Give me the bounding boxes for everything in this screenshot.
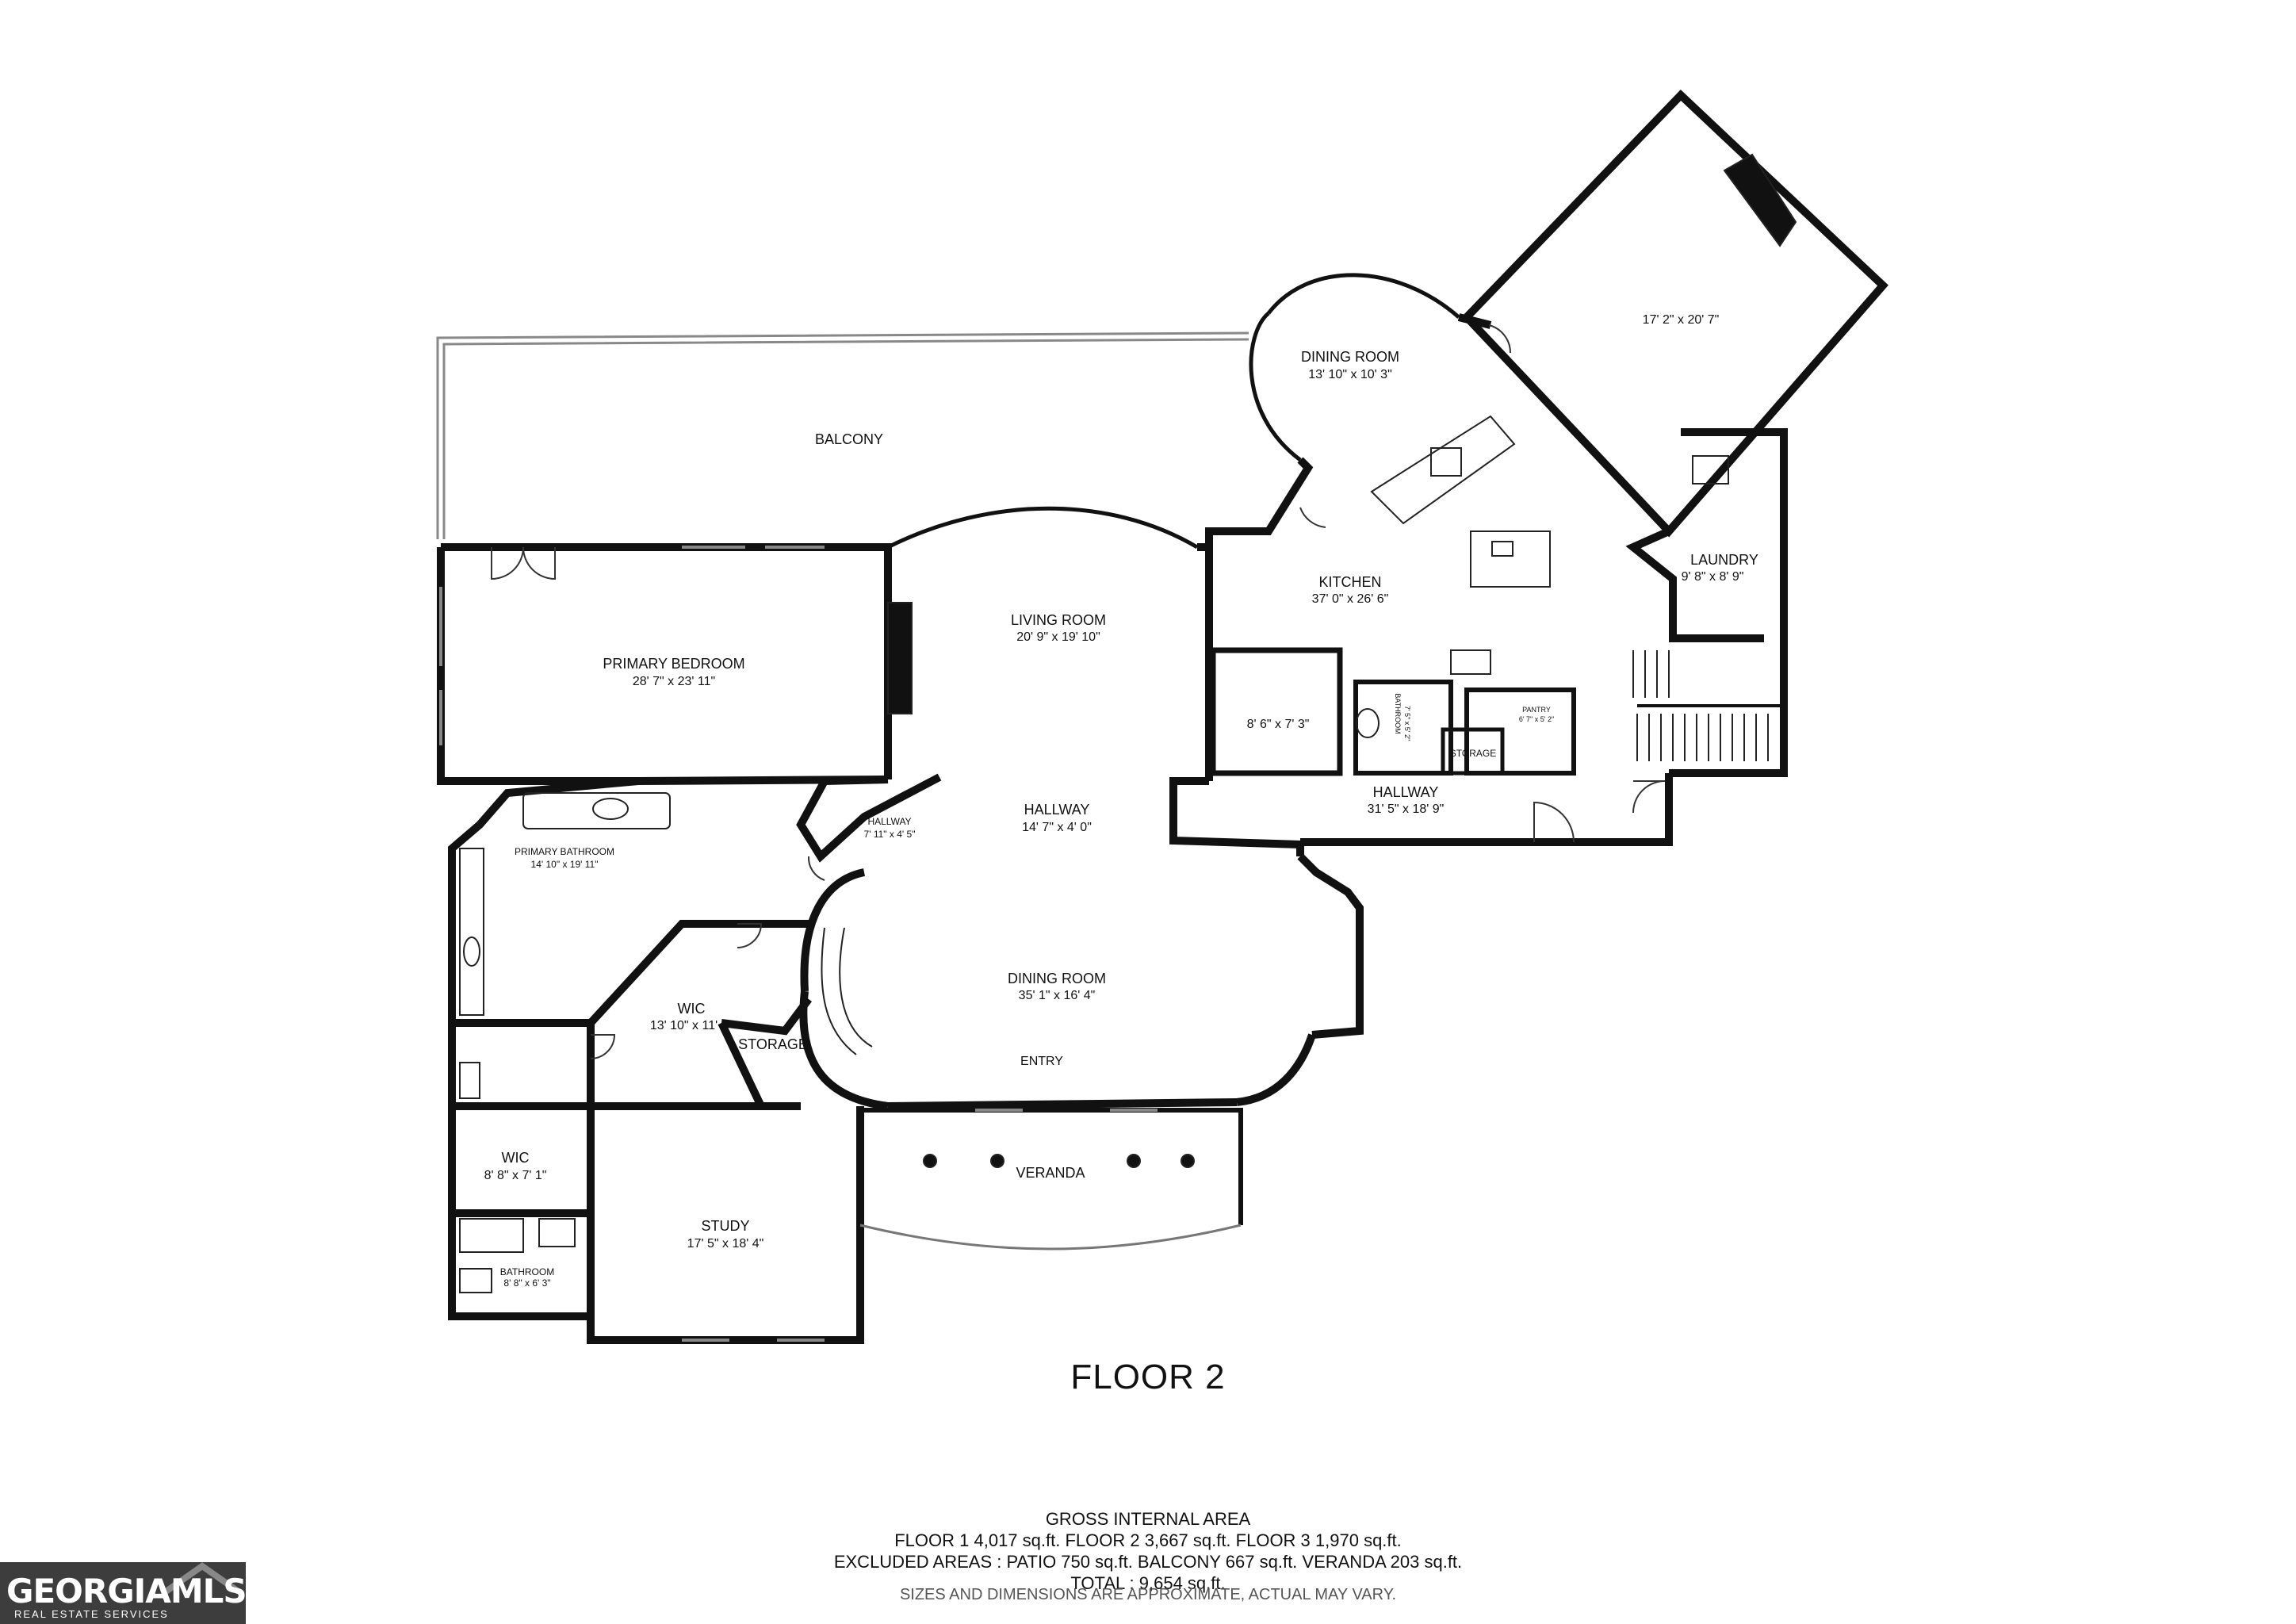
room-name-bathroom: BATHROOM: [500, 1266, 554, 1277]
room-name-balcony: BALCONY: [815, 431, 883, 447]
room-name-dining-room-main: DINING ROOM: [1008, 971, 1106, 986]
area-total-line: TOTAL : 9,654 sq.ft.: [1070, 1573, 1226, 1593]
room-dims-bathroom: 8' 8" x 6' 3": [503, 1277, 550, 1289]
room-dims-primary-bathroom: 14' 10" x 19' 11": [531, 859, 599, 870]
room-name-pantry: PANTRY: [1522, 706, 1551, 714]
room-dims-study: 17' 5" x 18' 4": [687, 1237, 764, 1251]
room-name-bathroom-small: BATHROOM: [1394, 693, 1402, 733]
disclaimer: SIZES AND DIMENSIONS ARE APPROXIMATE, AC…: [899, 1586, 1397, 1603]
windows: [439, 546, 1158, 1342]
room-name-entry: ENTRY: [1020, 1055, 1063, 1068]
room-dims-pantry: 6' 7" x 5' 2": [1519, 715, 1554, 723]
room-dims-bonus-room: 17' 2" x 20' 7": [1643, 313, 1720, 327]
logo-sub-text: REAL ESTATE SERVICES: [14, 1608, 169, 1620]
room-name-laundry: LAUNDRY: [1690, 552, 1758, 568]
area-floors-line: FLOOR 1 4,017 sq.ft. FLOOR 2 3,667 sq.ft…: [894, 1530, 1402, 1550]
room-name-veranda: VERANDA: [1016, 1165, 1085, 1181]
room-name-hallway-small: HALLWAY: [867, 816, 911, 827]
room-dims-kitchen: 37' 0" x 26' 6": [1312, 592, 1389, 606]
room-name-study: STUDY: [701, 1218, 749, 1234]
area-heading: GROSS INTERNAL AREA: [1045, 1509, 1251, 1529]
georgiamls-logo: GEORGIAMLS REAL ESTATE SERVICES: [0, 1562, 247, 1624]
door-swings: [491, 324, 1666, 1059]
room-dims-primary-bedroom: 28' 7" x 23' 11": [633, 675, 715, 688]
room-name-primary-bedroom: PRIMARY BEDROOM: [603, 656, 744, 672]
room-name-storage-stair: STORAGE: [738, 1036, 808, 1052]
room-name-hallway-center: HALLWAY: [1024, 802, 1090, 818]
room-dims-bathroom-small: 7' 5" x 5' 2": [1403, 706, 1411, 741]
room-name-dining-room-upper: DINING ROOM: [1301, 349, 1399, 365]
room-dims-wic-small: 8' 8" x 7' 1": [484, 1169, 547, 1182]
room-dims-hallway-center: 14' 7" x 4' 0": [1022, 821, 1092, 834]
room-dims-dining-room-upper: 13' 10" x 10' 3": [1308, 368, 1392, 381]
room-dims-laundry: 9' 8" x 8' 9": [1682, 570, 1744, 584]
room-dims-closet-small: 8' 6" x 7' 3": [1247, 718, 1310, 731]
room-name-kitchen: KITCHEN: [1318, 574, 1381, 590]
room-name-hallway-right: HALLWAY: [1373, 784, 1439, 800]
room-dims-hallway-right: 31' 5" x 18' 9": [1368, 802, 1445, 816]
room-name-wic-large: WIC: [678, 1001, 706, 1017]
area-excluded-line: EXCLUDED AREAS : PATIO 750 sq.ft. BALCON…: [833, 1552, 1463, 1572]
room-dims-dining-room-main: 35' 1" x 16' 4": [1019, 989, 1096, 1002]
walls: [437, 89, 1888, 1344]
room-name-primary-bathroom: PRIMARY BATHROOM: [515, 846, 614, 857]
logo-main-text: GEORGIAMLS: [6, 1572, 247, 1611]
fixtures: [459, 153, 1797, 1293]
room-name-storage-kitchen: STORAGE: [1450, 748, 1496, 759]
room-dims-living-room: 20' 9" x 19' 10": [1016, 630, 1100, 644]
room-name-living-room: LIVING ROOM: [1011, 612, 1106, 628]
room-labels: BALCONY DINING ROOM 13' 10" x 10' 3" 17'…: [484, 313, 1758, 1289]
room-dims-hallway-small: 7' 11" x 4' 5": [864, 829, 916, 840]
roof-icon: [160, 1562, 244, 1594]
balcony-outline: [436, 331, 1249, 539]
room-name-wic-small: WIC: [502, 1150, 530, 1166]
room-dims-wic-large: 13' 10" x 11' 2": [650, 1019, 733, 1032]
floor-title: FLOOR 2: [1070, 1358, 1226, 1396]
